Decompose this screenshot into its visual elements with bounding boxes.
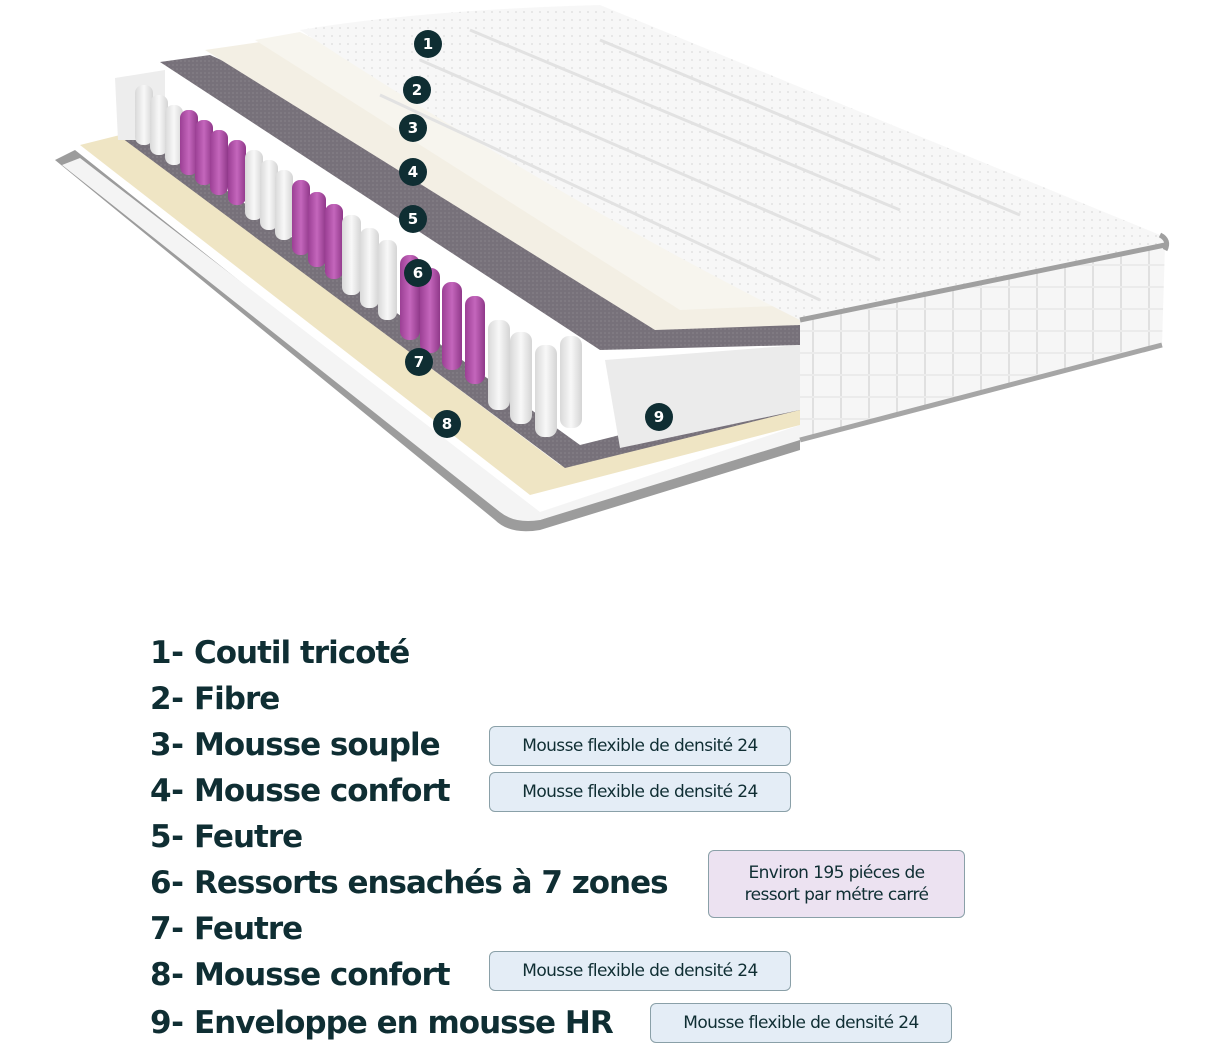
legend-label: Mousse souple [194,727,441,763]
springs [135,85,582,437]
legend-number: 6- [150,865,184,901]
legend-item-3: 3- Mousse souple [150,722,441,768]
layer-badge-6: 6 [404,259,432,287]
mattress-illustration: 1 2 3 4 5 6 7 8 9 [55,5,1170,532]
legend-label: Enveloppe en mousse HR [194,1005,614,1041]
legend-item-1: 1- Coutil tricoté [150,630,410,676]
layer-badge-8: 8 [433,410,461,438]
legend-label: Feutre [194,911,303,947]
layer-badge-7: 7 [405,348,433,376]
spec-tag-layer-8: Mousse flexible de densité 24 [489,951,791,991]
legend-item-4: 4- Mousse confort [150,768,451,814]
layer-badge-9: 9 [645,403,673,431]
legend-label: Mousse confort [194,957,451,993]
legend-item-2: 2- Fibre [150,676,280,722]
spec-tag-layer-6: Environ 195 piéces de ressort par métre … [708,850,965,918]
legend-number: 4- [150,773,184,809]
legend-number: 1- [150,635,184,671]
mattress-cutaway-image [55,5,1170,532]
legend-item-6: 6- Ressorts ensachés à 7 zones [150,860,669,906]
spec-tag-layer-3: Mousse flexible de densité 24 [489,726,791,766]
legend-item-5: 5- Feutre [150,814,303,860]
spec-tag-line-2: ressort par métre carré [744,885,929,905]
legend-item-8: 8- Mousse confort [150,952,451,998]
legend-number: 9- [150,1005,184,1041]
legend-number: 5- [150,819,184,855]
legend-label: Ressorts ensachés à 7 zones [194,865,669,901]
legend-label: Fibre [194,681,280,717]
legend-label: Coutil tricoté [194,635,410,671]
layer-badge-1: 1 [414,30,442,58]
layer-badge-5: 5 [399,205,427,233]
legend-number: 2- [150,681,184,717]
legend-number: 7- [150,911,184,947]
legend-label: Mousse confort [194,773,451,809]
spec-tag-layer-9: Mousse flexible de densité 24 [650,1003,952,1043]
legend-label: Feutre [194,819,303,855]
legend-item-9: 9- Enveloppe en mousse HR [150,1000,614,1046]
layer-badge-2: 2 [403,76,431,104]
layer-badge-4: 4 [399,158,427,186]
legend-number: 8- [150,957,184,993]
legend-item-7: 7- Feutre [150,906,303,952]
spec-tag-line-1: Environ 195 piéces de [748,863,925,883]
legend-number: 3- [150,727,184,763]
layer-badge-3: 3 [399,114,427,142]
spec-tag-layer-4: Mousse flexible de densité 24 [489,772,791,812]
